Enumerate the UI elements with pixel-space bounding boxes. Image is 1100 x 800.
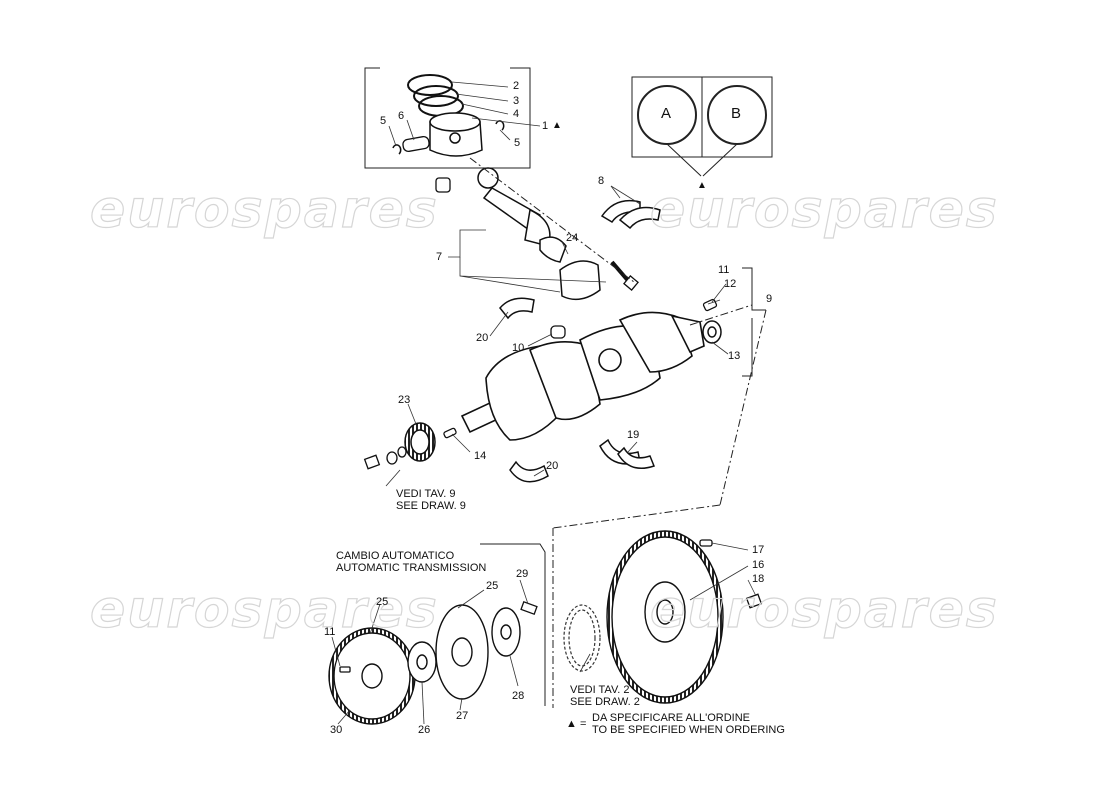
legend-italian: DA SPECIFICARE ALL'ORDINE — [592, 712, 750, 724]
flywheel — [606, 530, 724, 704]
gear-bolt — [363, 446, 407, 470]
part-label-25: 25 — [486, 580, 499, 592]
dashed-ring — [563, 604, 601, 672]
part-label-25: 25 — [376, 596, 389, 608]
part-label-20: 20 — [476, 332, 489, 344]
part-label-7: 7 — [436, 251, 443, 263]
plug — [702, 298, 718, 312]
connecting-rod — [477, 167, 551, 247]
part-label-26: 26 — [418, 724, 431, 736]
circlip-right — [495, 120, 505, 131]
part-label-9: 9 — [766, 293, 773, 305]
part-label-11: 11 — [324, 626, 336, 638]
drive-plate — [328, 627, 416, 725]
hub-28 — [491, 607, 521, 657]
rod-cap — [539, 236, 601, 301]
transmission-title: CAMBIO AUTOMATICO — [336, 550, 455, 562]
legend-english: TO BE SPECIFIED WHEN ORDERING — [592, 724, 785, 736]
bolt-29 — [520, 601, 538, 615]
piston — [429, 112, 483, 157]
flywheel-bolt — [745, 593, 763, 609]
small-end-bush — [435, 177, 451, 193]
bearing-shell-lower — [509, 460, 549, 483]
box-b-label: B — [731, 105, 742, 122]
part-label-2: 2 — [513, 80, 520, 92]
see-drawing-9-note: SEE DRAW. 9 — [396, 500, 466, 512]
thrust-bearing-shells — [599, 438, 655, 469]
box-a-label: A — [661, 105, 672, 122]
circlip-left — [392, 144, 402, 155]
variant-boxes — [631, 76, 773, 177]
pin-11 — [339, 666, 351, 673]
bearing-shell-upper — [499, 297, 535, 320]
part-label-6: 6 — [398, 110, 405, 122]
part-label-13: 13 — [728, 350, 741, 362]
part-label-5: 5 — [380, 115, 387, 127]
part-label-14: 14 — [474, 450, 487, 462]
flywheel-leaders — [331, 469, 757, 725]
part-label-19: 19 — [627, 429, 640, 441]
dowel — [550, 325, 566, 339]
warning-triangle-icon: ▲ — [552, 120, 562, 131]
part-label-10: 10 — [512, 342, 525, 354]
see-drawing-2-note: SEE DRAW. 2 — [570, 696, 640, 708]
part-label-24: 24 — [566, 232, 579, 244]
transmission-title: AUTOMATIC TRANSMISSION — [336, 562, 487, 574]
part-label-29: 29 — [516, 568, 529, 580]
warning-triangle-icon: ▲ — [697, 180, 707, 191]
rod-bolt — [610, 260, 639, 291]
part-label-23: 23 — [398, 394, 411, 406]
leader-lines — [388, 81, 729, 477]
main-bearing-shells — [600, 199, 661, 230]
part-label-12: 12 — [724, 278, 737, 290]
timing-gear — [404, 422, 436, 462]
part-label-28: 28 — [512, 690, 525, 702]
piston-rings — [407, 74, 464, 117]
woodruff-key — [443, 427, 457, 439]
part-label-4: 4 — [513, 108, 520, 120]
legend-symbol: ▲ = — [566, 718, 587, 730]
piston-group-bracket — [364, 67, 531, 169]
part-label-8: 8 — [598, 175, 605, 187]
see-drawing-9-note: VEDI TAV. 9 — [396, 488, 456, 500]
part-label-27: 27 — [456, 710, 469, 722]
pilot-bearing — [702, 320, 722, 344]
part-label-1: 1 — [542, 120, 549, 132]
alignment-lines — [469, 157, 767, 708]
part-label-3: 3 — [513, 95, 520, 107]
part-label-16: 16 — [752, 559, 765, 571]
part-label-20: 20 — [546, 460, 559, 472]
flywheel-dowel — [699, 539, 713, 547]
part-label-18: 18 — [752, 573, 765, 585]
plate-27 — [435, 604, 489, 700]
plate-26 — [407, 641, 437, 683]
crank-group-bracket — [742, 267, 766, 377]
part-label-30: 30 — [330, 724, 343, 736]
part-label-5: 5 — [514, 137, 521, 149]
part-label-17: 17 — [752, 544, 765, 556]
piston-pin — [402, 135, 430, 153]
crankshaft — [460, 311, 705, 441]
see-drawing-2-note: VEDI TAV. 2 — [570, 684, 630, 696]
transmission-section-bracket — [480, 543, 546, 706]
part-label-11: 11 — [718, 264, 730, 276]
